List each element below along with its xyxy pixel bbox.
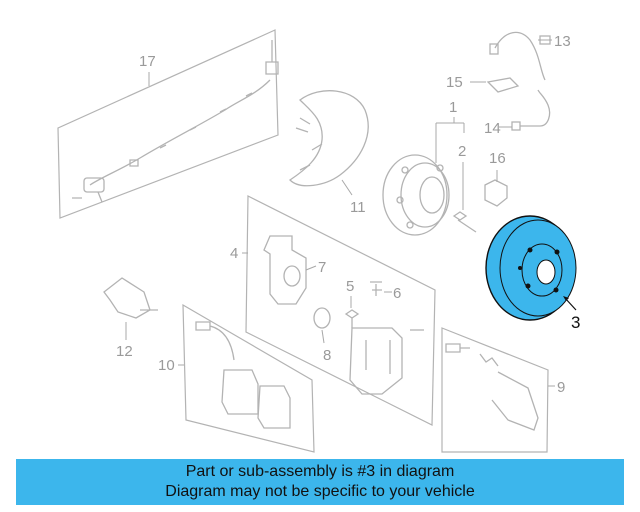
part-17-abs-sensor-panel[interactable]	[57, 29, 279, 219]
callout-7: 7	[318, 259, 326, 276]
info-banner: Part or sub-assembly is #3 in diagram Di…	[16, 459, 624, 505]
part-14-brake-line[interactable]	[511, 89, 551, 131]
callout-10: 10	[158, 357, 175, 374]
callout-16: 16	[489, 150, 506, 167]
callout-14: 14	[484, 120, 501, 137]
part-11-dust-shield[interactable]	[288, 90, 369, 187]
callout-11: 11	[350, 199, 366, 216]
part-1-hub-bearing[interactable]	[382, 154, 450, 236]
callout-4: 4	[230, 245, 238, 262]
banner-line-1: Part or sub-assembly is #3 in diagram	[185, 463, 455, 480]
part-12-mounting-bracket[interactable]	[103, 277, 158, 319]
part-5-bolt[interactable]	[344, 309, 360, 328]
parts-diagram: 17 11 1 2 13 15 14	[57, 29, 580, 453]
callout-6: 6	[393, 285, 401, 302]
part-15-bracket[interactable]	[486, 77, 520, 93]
callout-3: 3	[571, 313, 580, 332]
callout-15: 15	[446, 74, 463, 91]
callout-12: 12	[116, 343, 133, 360]
part-7-caliper-housing[interactable]	[263, 235, 307, 305]
callout-9: 9	[557, 379, 565, 396]
caliper-carrier[interactable]	[349, 327, 424, 395]
callout-8: 8	[323, 347, 331, 364]
part-4-caliper-assembly-panel[interactable]	[245, 195, 436, 426]
part-9-hardware-panel[interactable]	[441, 327, 549, 453]
part-8-seal-ring[interactable]	[313, 307, 331, 329]
callout-17: 17	[139, 53, 156, 70]
banner-line-2: Diagram may not be specific to your vehi…	[165, 483, 475, 500]
part-2-bolt[interactable]	[452, 211, 477, 233]
callout-1: 1	[449, 99, 457, 116]
part-3-brake-rotor[interactable]	[485, 215, 577, 321]
part-6-bleeder-screw[interactable]	[370, 281, 382, 296]
callout-5: 5	[346, 278, 354, 295]
callout-2: 2	[458, 143, 466, 160]
part-10-brake-pads-panel[interactable]	[182, 303, 315, 453]
part-16-clip[interactable]	[484, 179, 508, 207]
callout-13: 13	[554, 33, 571, 50]
